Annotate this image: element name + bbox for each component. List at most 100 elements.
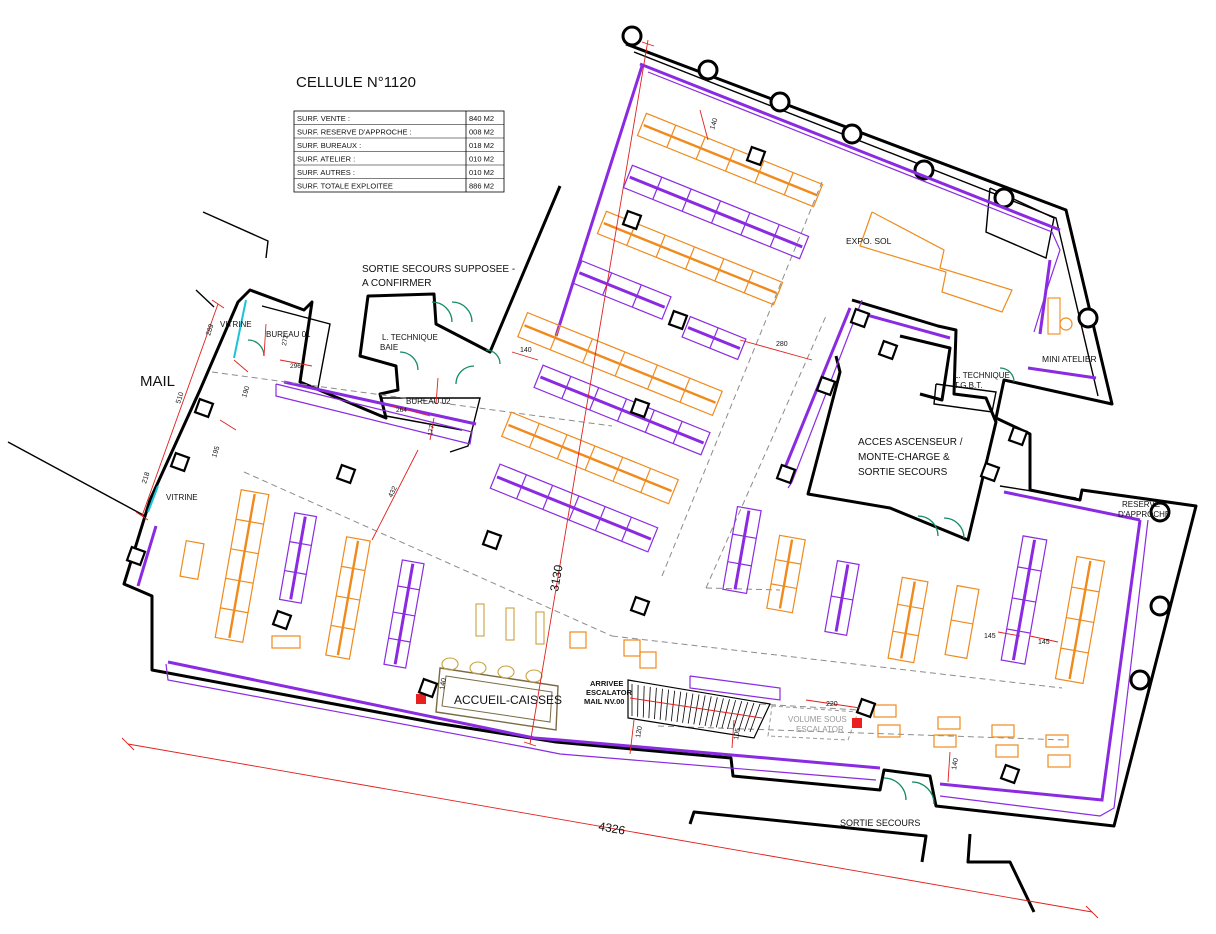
surface-row-value: 018 M2 bbox=[469, 141, 494, 150]
surface-row-label: SURF. AUTRES : bbox=[297, 168, 355, 177]
floor-columns bbox=[125, 145, 1029, 785]
dim-140-e: 140 bbox=[439, 678, 448, 691]
mall-boundary-lines bbox=[7, 211, 269, 517]
checkout-counter: ACCUEIL-CAISSES bbox=[416, 657, 562, 731]
vitrine-bottom-label: VITRINE bbox=[166, 493, 198, 502]
wall-column bbox=[1077, 307, 1099, 329]
surface-row-label: SURF. BUREAUX : bbox=[297, 141, 361, 150]
wall-column bbox=[1149, 595, 1171, 617]
shelving-unit bbox=[722, 505, 762, 595]
floor-column bbox=[855, 697, 877, 719]
shelving-unit bbox=[824, 559, 860, 637]
surface-row-value: 010 M2 bbox=[469, 155, 494, 164]
dim-145-a: 145 bbox=[984, 633, 996, 640]
shelving-unit bbox=[489, 463, 659, 553]
surface-table: SURF. VENTE : 840 M2 SURF. RESERVE D'APPRO… bbox=[293, 110, 505, 193]
shelving-unit bbox=[325, 536, 371, 660]
l-tech-baie-label-1: L. TECHNIQUE bbox=[382, 333, 438, 342]
volume-sous-escalator-1: VOLUME SOUS bbox=[788, 715, 847, 724]
dim-120: 120 bbox=[635, 726, 644, 739]
floor-column bbox=[667, 309, 689, 331]
shelving-unit bbox=[596, 210, 784, 306]
surface-row-label: SURF. TOTALE EXPLOITEE bbox=[297, 182, 393, 191]
shelving-unit bbox=[214, 489, 270, 643]
sortie-supposee-label-2: A CONFIRMER bbox=[362, 278, 431, 289]
expo-sol-area: EXPO. SOL bbox=[846, 211, 1013, 313]
floor-column bbox=[815, 375, 837, 397]
escalator-label-3: MAIL NV.00 bbox=[584, 697, 624, 706]
shelving-unit bbox=[533, 364, 711, 456]
l-tech-tgbt-label-1: L. TECHNIQUE bbox=[954, 371, 1010, 380]
bureau-02-label: BUREAU 02 bbox=[406, 397, 451, 406]
floor-column bbox=[417, 677, 439, 699]
dim-177: 177 bbox=[427, 424, 436, 436]
wall-column bbox=[1149, 501, 1171, 523]
wall-shelving-purple bbox=[136, 62, 1149, 817]
shelving-unit bbox=[278, 512, 318, 604]
small-display-tables bbox=[271, 603, 1071, 768]
shelving-unit bbox=[766, 534, 806, 614]
shelving-unit bbox=[383, 559, 425, 669]
surface-row-label: SURF. VENTE : bbox=[297, 114, 350, 123]
dim-218: 218 bbox=[141, 471, 151, 484]
dim-4326: 4326 bbox=[597, 819, 626, 837]
zone-dashed-lines bbox=[211, 181, 1067, 741]
dim-140-c: 140 bbox=[951, 758, 960, 771]
floor-column bbox=[271, 609, 293, 631]
shelving-unit bbox=[179, 540, 205, 580]
dim-289: 289 bbox=[205, 323, 215, 336]
acces-label-3: SORTIE SECOURS bbox=[858, 467, 948, 478]
surface-row-value: 840 M2 bbox=[469, 114, 494, 123]
escalator-label-2: ESCALATOR bbox=[586, 688, 633, 697]
surface-row-value: 010 M2 bbox=[469, 168, 494, 177]
surface-row-value: 886 M2 bbox=[469, 182, 494, 191]
shelving-unit bbox=[887, 576, 929, 664]
floor-column bbox=[849, 307, 871, 329]
dim-140-d: 140 bbox=[709, 117, 719, 130]
dimension-texts: 4326 3130 140 280 432 289 510 218 195 19… bbox=[141, 117, 1050, 837]
wall-column bbox=[621, 25, 643, 47]
exterior-walls bbox=[122, 42, 1198, 913]
dim-280: 280 bbox=[776, 341, 788, 348]
surface-row-label: SURF. ATELIER : bbox=[297, 155, 355, 164]
floor-column bbox=[621, 209, 643, 231]
wall-column bbox=[841, 123, 863, 145]
wall-column bbox=[1129, 669, 1151, 691]
shelving-unit bbox=[1054, 555, 1106, 685]
floor-column bbox=[629, 595, 651, 617]
floor-column bbox=[1007, 425, 1029, 447]
dim-190: 190 bbox=[241, 385, 251, 398]
escalator-label-1: ARRIVEE bbox=[590, 679, 623, 688]
reserve-label-2: D'APPROCHE bbox=[1118, 510, 1170, 519]
shelving-unit bbox=[681, 315, 747, 361]
dim-510: 510 bbox=[175, 391, 185, 404]
shelving-units bbox=[179, 112, 1106, 768]
acces-label-2: MONTE-CHARGE & bbox=[858, 452, 950, 463]
sortie-secours-label: SORTIE SECOURS bbox=[840, 818, 920, 828]
l-tech-baie-label-2: BAIE bbox=[380, 343, 398, 352]
floor-column bbox=[775, 463, 797, 485]
escalator: ARRIVEE ESCALATOR MAIL NV.00 VOLUME SOUS… bbox=[584, 679, 862, 741]
accueil-caisses-label: ACCUEIL-CAISSES bbox=[454, 693, 562, 707]
shelving-unit bbox=[500, 411, 680, 505]
surface-row-label: SURF. RESERVE D'APPROCHE : bbox=[297, 128, 412, 137]
surface-row-value: 008 M2 bbox=[469, 128, 494, 137]
dim-145-b: 145 bbox=[1038, 639, 1050, 646]
l-tech-tgbt-label-2: T.G.B.T. bbox=[954, 381, 982, 390]
floor-column bbox=[481, 529, 503, 551]
dim-105: 105 bbox=[733, 728, 742, 741]
shelving-unit bbox=[622, 164, 810, 260]
dim-296: 296 bbox=[290, 363, 301, 370]
floor-column bbox=[979, 461, 1001, 483]
acces-label-1: ACCES ASCENSEUR / bbox=[858, 437, 963, 448]
dim-3130: 3130 bbox=[547, 563, 565, 592]
shelving-unit bbox=[944, 584, 980, 660]
floor-column bbox=[877, 339, 899, 361]
floor-column bbox=[629, 397, 651, 419]
dim-140-a: 140 bbox=[520, 347, 532, 354]
dimension-lines bbox=[121, 39, 1099, 919]
mini-atelier-label: MINI ATELIER bbox=[1042, 354, 1097, 364]
wall-column bbox=[697, 59, 719, 81]
floor-column bbox=[335, 463, 357, 485]
